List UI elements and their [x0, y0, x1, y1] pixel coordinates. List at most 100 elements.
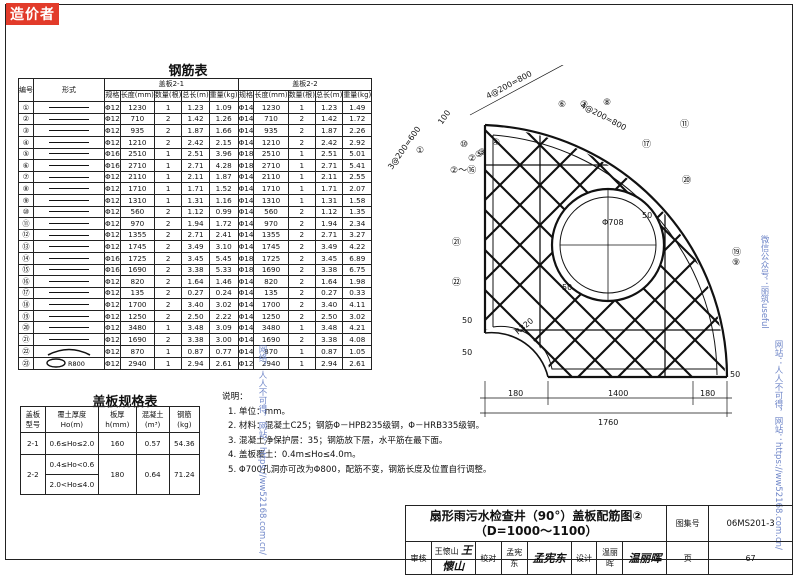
rebar-cell: Φ12	[104, 193, 121, 207]
spec-header: 板厚h(mm)	[98, 406, 137, 433]
rebar-cell: 1.46	[208, 275, 239, 288]
callout-label: ㉒	[452, 277, 461, 288]
rebar-cell: 1	[153, 182, 183, 195]
watermark-side-right-b: 网站：人人不可得，网站：https://ww52168.com.cn/	[773, 340, 783, 550]
rebar-cell: Φ14	[237, 309, 255, 323]
rebar-cell: 2	[153, 263, 183, 277]
rebar-cell: 3.49	[315, 240, 344, 253]
rebar-cell: 2110	[253, 170, 289, 184]
straight-bar-icon	[49, 130, 89, 132]
spec-cell: 2-2	[20, 454, 46, 495]
rebar-cell: Φ14	[237, 275, 255, 288]
rebar-cell: 3.48	[181, 321, 210, 335]
straight-bar-icon	[49, 292, 89, 294]
rebar-cell: Φ12	[104, 240, 121, 253]
rebar-cell: 820	[253, 275, 289, 288]
rebar-cell: Φ12	[104, 309, 121, 323]
rebar-cell: 1.72	[342, 112, 373, 126]
rebar-cell: 1250	[119, 309, 155, 323]
rebar-cell: Φ12	[104, 275, 121, 288]
rebar-cell: 935	[119, 124, 155, 137]
rebar-no: ⑰	[18, 286, 34, 300]
rebar-cell: Φ18	[237, 147, 255, 161]
rebar-shape	[33, 135, 105, 149]
header-col: 长度(mm)	[119, 89, 155, 103]
dim-left-b: 100	[436, 108, 452, 126]
rebar-shape	[33, 344, 105, 358]
rebar-cell: 2.11	[181, 170, 210, 184]
reinforcement-drawing: 4@200=800 4@200=800 3@200=600 100 Φ708 5…	[386, 65, 741, 425]
rebar-cell: 970	[253, 217, 289, 230]
notes: 说明： 1. 单位：mm。 2. 材料：混凝土C25；钢筋Φ－HPB235级钢，…	[222, 390, 512, 478]
straight-bar-icon	[49, 246, 89, 248]
notes-title: 说明：	[222, 392, 248, 402]
ring-bar-icon: R800	[46, 358, 85, 368]
rebar-no: ⑨	[18, 193, 34, 207]
rebar-cell: 1	[287, 356, 317, 371]
rebar-cell: 3.02	[208, 298, 239, 311]
rebar-cell: 2.50	[315, 309, 344, 323]
rebar-cell: 1.52	[208, 182, 239, 195]
rebar-shape	[33, 228, 105, 242]
rebar-cell: 2.71	[181, 159, 210, 172]
straight-bar-icon	[49, 315, 89, 317]
rebar-cell: 0.27	[181, 286, 210, 300]
rebar-cell: 1	[153, 321, 183, 335]
rebar-cell: 2	[287, 251, 317, 265]
rebar-no: ②	[18, 112, 34, 126]
rebar-cell: 1690	[253, 263, 289, 277]
rebar-cell: 3.09	[208, 321, 239, 335]
rebar-cell: Φ12	[104, 101, 121, 114]
rebar-cell: Φ12	[104, 344, 121, 358]
rebar-cell: 1.05	[342, 344, 373, 358]
rebar-no: ⑪	[18, 217, 34, 230]
rebar-cell: 1210	[119, 135, 155, 149]
checker-name: 孟宪东	[500, 541, 528, 575]
rebar-cell: 2	[153, 205, 183, 219]
rebar-no: ⑥	[18, 159, 34, 172]
spec-cell: 2-1	[20, 432, 46, 455]
header-col: 总长(m)	[181, 89, 210, 103]
rebar-cell: 6.89	[342, 251, 373, 265]
rebar-cell: Φ18	[237, 251, 255, 265]
rebar-cell: Φ14	[237, 135, 255, 149]
spec-cell: 71.24	[168, 454, 201, 495]
rebar-cell: 1	[153, 356, 183, 371]
rebar-cell: 3480	[119, 321, 155, 335]
rebar-cell: 4.11	[342, 298, 373, 311]
rebar-cell: 2.51	[315, 147, 344, 161]
rebar-no: ⑦	[18, 170, 34, 184]
rebar-cell: 3.96	[208, 147, 239, 161]
rebar-cell: 2	[287, 286, 317, 300]
rebar-cell: Φ14	[237, 193, 255, 207]
rebar-no: ⑮	[18, 263, 34, 277]
title-line-2: （D=1000～1100）	[474, 523, 598, 538]
callout-label: ③	[478, 148, 486, 158]
atlas-label: 图集号	[666, 505, 710, 542]
rebar-cell: 2	[153, 135, 183, 149]
rebar-no: ⑫	[18, 228, 34, 242]
header-shape: 形式	[33, 77, 105, 103]
straight-bar-icon	[49, 164, 89, 166]
title-line-1: 扇形雨污水检查井（90°）盖板配筋图②	[429, 508, 643, 523]
rebar-cell: Φ14	[237, 170, 255, 184]
rebar-shape	[33, 333, 105, 346]
straight-bar-icon	[49, 176, 89, 178]
rebar-shape: R800	[33, 356, 105, 371]
rebar-cell: 2.26	[342, 124, 373, 137]
rebar-cell: 1.49	[342, 101, 373, 114]
rebar-cell: 135	[253, 286, 289, 300]
rebar-cell: 560	[119, 205, 155, 219]
rebar-cell: 3480	[253, 321, 289, 335]
rebar-cell: 2.22	[208, 309, 239, 323]
rebar-cell: 3.00	[208, 333, 239, 346]
rebar-cell: 2	[287, 124, 317, 137]
straight-bar-icon	[49, 338, 89, 340]
rebar-no: ㉒	[18, 344, 34, 358]
rebar-cell: 5.45	[208, 251, 239, 265]
rebar-cell: Φ14	[237, 321, 255, 335]
callout-label: ⑥	[558, 100, 566, 110]
